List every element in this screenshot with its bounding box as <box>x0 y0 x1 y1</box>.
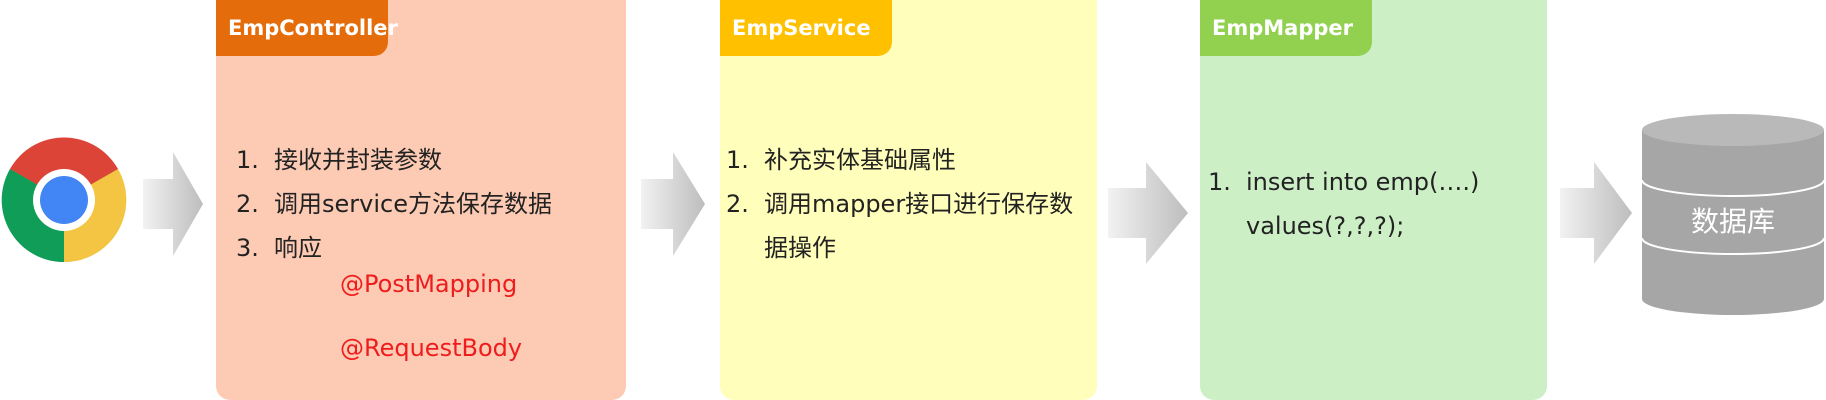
database-label: 数据库 <box>1690 205 1775 238</box>
flow-arrow <box>641 152 705 256</box>
mapper-panel <box>1200 0 1547 400</box>
flow-arrow <box>1108 162 1188 264</box>
flow-arrow <box>1560 162 1632 264</box>
service-tag-label: EmpService <box>732 16 871 40</box>
flow-arrow <box>143 152 203 256</box>
list-item: 1.补充实体基础属性 <box>726 146 956 174</box>
controller-panel <box>216 0 626 400</box>
mapper-tag: EmpMapper <box>1200 0 1372 56</box>
list-item: 2.调用mapper接口进行保存数据操作 <box>726 190 1074 262</box>
controller-tag: EmpController <box>216 0 398 56</box>
mapper-step-list: 1.insert into emp(….) values(?,?,?); <box>1208 160 1508 248</box>
service-step-list: 1.补充实体基础属性 2.调用mapper接口进行保存数据操作 <box>726 138 1091 270</box>
annotation-requestbody: @RequestBody <box>340 334 523 362</box>
service-panel <box>720 0 1097 400</box>
list-item: 1.insert into emp(….) values(?,?,?); <box>1208 168 1480 240</box>
annotation-postmapping: @PostMapping <box>340 270 518 298</box>
controller-step-list: 1.接收并封装参数 2.调用service方法保存数据 3.响应 <box>236 138 616 270</box>
list-item: 3.响应 <box>236 234 322 262</box>
controller-tag-label: EmpController <box>228 16 398 40</box>
list-item: 1.接收并封装参数 <box>236 146 442 174</box>
database-icon <box>1641 114 1825 315</box>
chrome-icon <box>1 137 127 263</box>
list-item: 2.调用service方法保存数据 <box>236 190 552 218</box>
mapper-tag-label: EmpMapper <box>1212 16 1353 40</box>
service-tag: EmpService <box>720 0 892 56</box>
